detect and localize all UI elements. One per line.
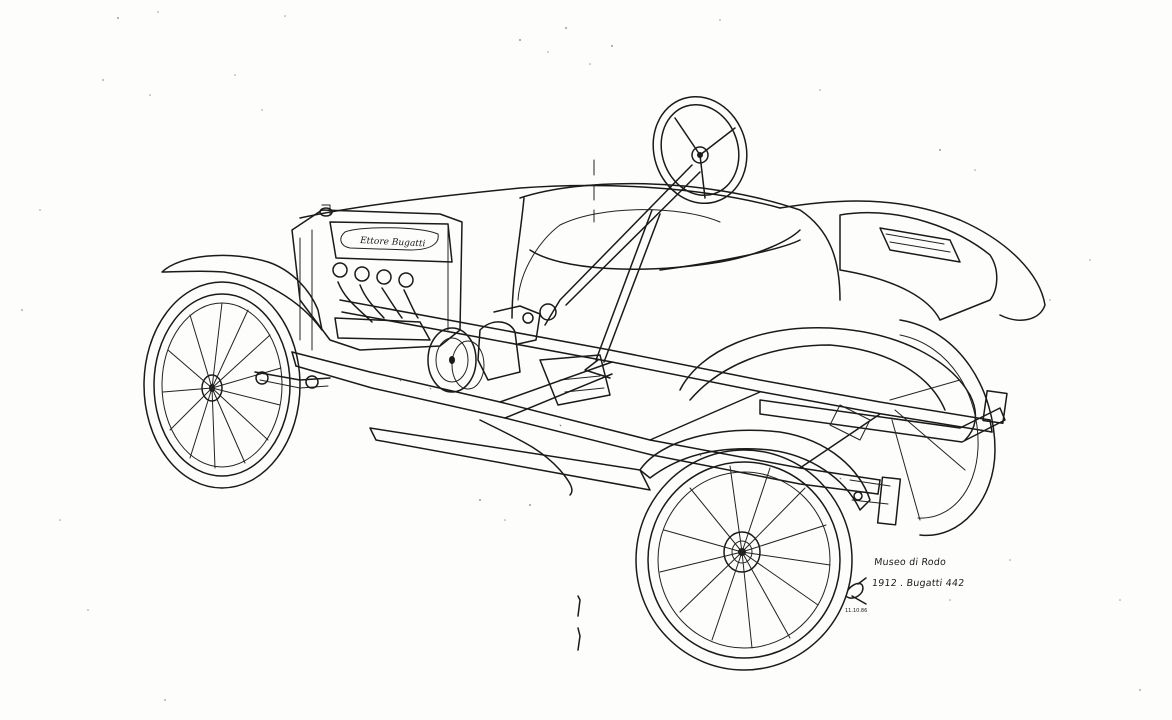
steering-column <box>545 165 700 325</box>
signature-date: 11.10.86 <box>845 608 867 614</box>
rear-right-wheel <box>890 320 995 535</box>
gearbox <box>478 304 610 405</box>
drawing-caption: Museo di Rodo 1912 . Bugatti 442 <box>871 552 968 594</box>
rear-tank <box>840 213 997 320</box>
front-right-hanger <box>850 477 900 525</box>
front-spring <box>255 372 330 388</box>
engine-block <box>292 205 462 350</box>
gear-lever <box>596 210 660 362</box>
front-left-wheel <box>144 282 300 488</box>
brake-lever <box>585 360 610 378</box>
artist-signature: 11.10.86 <box>845 578 867 614</box>
front-left-fender <box>162 255 322 330</box>
flywheel <box>428 328 484 392</box>
front-right-fender <box>640 430 870 510</box>
rear-fender <box>680 328 975 440</box>
centre-mark-bottom <box>578 596 580 650</box>
chassis-frame <box>292 300 992 494</box>
paper-noise <box>21 11 1141 701</box>
brake-cable <box>480 420 572 495</box>
caption-line-1: Museo di Rodo <box>873 557 947 568</box>
engine-plate-text: Ettore Bugatti <box>359 236 426 249</box>
body-tub <box>300 184 1045 321</box>
caption-line-2: 1912 . Bugatti 442 <box>871 578 965 589</box>
steering-wheel <box>640 84 761 215</box>
running-board <box>370 428 650 490</box>
front-right-wheel <box>636 450 852 670</box>
